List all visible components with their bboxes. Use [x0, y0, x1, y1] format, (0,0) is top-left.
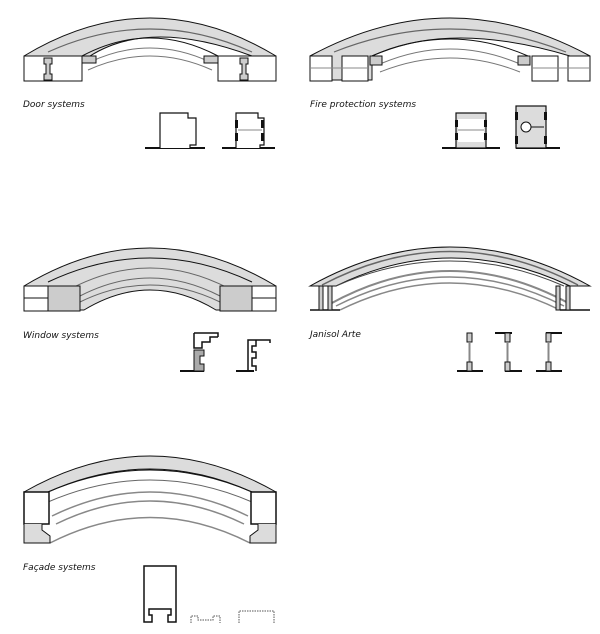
facade-systems-label: Façade systems: [23, 563, 96, 573]
janisol-arte-label: Janisol Arte: [310, 330, 361, 340]
fire-protection-systems-label: Fire protection systems: [310, 100, 417, 110]
facade-profile-1: [143, 565, 177, 623]
panel-window-systems: Window systems: [0, 230, 300, 390]
window-systems-label: Window systems: [23, 331, 99, 341]
janisol-profile-2: [495, 332, 522, 372]
window-profile-1: [180, 332, 219, 372]
facade-profile-3: [238, 610, 275, 623]
fire-profile-2: [515, 105, 560, 149]
fire-profile-1: [442, 112, 500, 149]
window-profile-2: [236, 339, 271, 372]
door-arch-diagram: [23, 17, 277, 82]
facade-arch-diagram: [23, 455, 277, 544]
facade-profile-2: [190, 615, 221, 623]
door-systems-label: Door systems: [23, 100, 85, 110]
janisol-profile-3: [536, 332, 562, 372]
panel-fire-protection-systems: Fire protection systems: [300, 0, 600, 160]
door-profile-2: [222, 112, 275, 149]
panel-janisol-arte: Janisol Arte: [300, 230, 600, 390]
janisol-arch-diagram: [308, 246, 592, 311]
panel-facade-systems: Façade systems: [0, 440, 300, 634]
window-arch-diagram: [23, 247, 277, 312]
panel-door-systems: Door systems: [0, 0, 300, 160]
door-profile-1: [145, 112, 205, 149]
fire-arch-diagram: [309, 17, 591, 82]
janisol-profile-1: [457, 332, 483, 372]
